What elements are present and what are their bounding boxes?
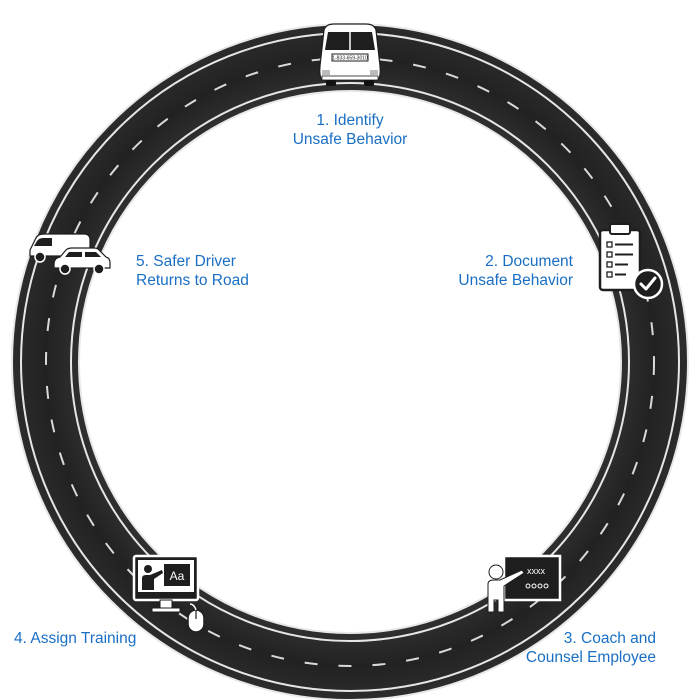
car-icon [53,247,111,275]
training-screen-text: Aa [170,569,185,583]
step-4-line-1: 4. Assign Training [14,630,137,647]
step-label-identify: 1. Identify Unsafe Behavior [250,111,450,149]
step-1-line-2: Unsafe Behavior [292,131,408,148]
step-3-line-2: Counsel Employee [525,649,656,666]
instructor-whiteboard-icon: xxxx [487,554,562,613]
whiteboard-text: xxxx [527,566,546,576]
step-label-document: 2. Document Unsafe Behavior [413,252,573,290]
step-2-line-1: 2. Document [485,253,573,270]
mouse-icon [187,603,205,633]
check-badge-icon [632,268,664,300]
circular-road [11,23,689,700]
step-label-coach: 3. Coach and Counsel Employee [476,629,656,667]
step-3-line-1: 3. Coach and [563,630,656,647]
road-inner-edge [78,90,622,634]
van-icon: 1-833-659-3010 [319,23,381,86]
step-label-training: 4. Assign Training [14,629,214,648]
step-5-line-2: Returns to Road [136,272,249,289]
van-plate-text: 1-833-659-3010 [332,56,368,62]
step-1-line-1: 1. Identify [316,112,384,129]
clipboard-checklist-icon [598,223,664,300]
vehicles-icon [29,233,111,275]
road-inner-line [70,82,630,642]
computer-training-icon: Aa [132,554,205,633]
step-2-line-2: Unsafe Behavior [458,272,573,289]
step-label-safer-driver: 5. Safer Driver Returns to Road [136,252,316,290]
step-5-line-1: 5. Safer Driver [136,253,236,270]
